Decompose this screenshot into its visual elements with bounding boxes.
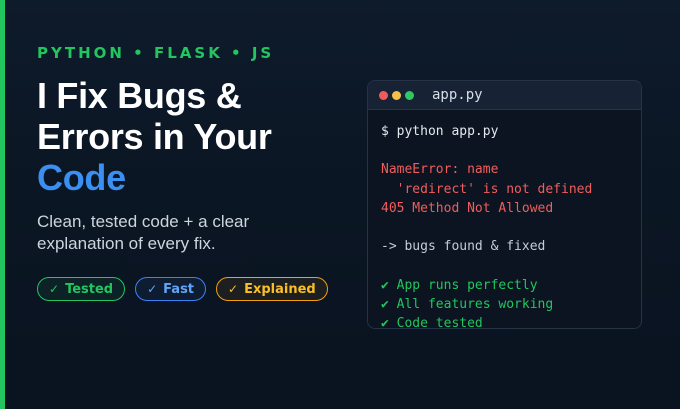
headline-line-2: Errors in Your <box>37 116 272 157</box>
headline-line-1: I Fix Bugs & <box>37 75 242 116</box>
terminal-error-line: NameError: name <box>381 162 499 178</box>
badge-label: Explained <box>244 281 316 297</box>
terminal-blank-line <box>381 218 641 237</box>
terminal-success-line: ✔ App runs perfectly <box>381 277 538 293</box>
check-icon: ✓ <box>228 282 239 296</box>
check-icon: ✓ <box>147 282 158 296</box>
headline: I Fix Bugs & Errors in Your Code <box>37 75 337 198</box>
badge-tested: ✓ Tested <box>37 277 126 301</box>
tech-stack-kicker: PYTHON • FLASK • JS <box>37 44 275 62</box>
feature-badges: ✓ Tested ✓ Fast ✓ Explained <box>37 277 328 301</box>
badge-fast: ✓ Fast <box>135 277 207 301</box>
terminal-info-line: -> bugs found & fixed <box>381 239 546 255</box>
hero-text: PYTHON • FLASK • JS I Fix Bugs & Errors … <box>37 44 337 255</box>
terminal-success-line: ✔ All features working <box>381 296 554 312</box>
badge-label: Fast <box>163 281 195 297</box>
terminal-success-line: ✔ Code tested <box>381 315 483 329</box>
accent-bar <box>0 0 5 409</box>
close-dot-icon <box>379 90 388 100</box>
terminal-blank-line <box>381 256 641 275</box>
headline-highlight: Code <box>37 157 126 198</box>
subtitle-line-2: explanation of every fix. <box>37 234 216 253</box>
terminal-error-line: 'redirect' is not defined <box>381 181 593 197</box>
check-icon: ✓ <box>49 282 60 296</box>
badge-explained: ✓ Explained <box>216 277 328 301</box>
terminal-error-line: 405 Method Not Allowed <box>381 200 554 216</box>
terminal-title: app.py <box>432 87 483 103</box>
badge-label: Tested <box>65 281 114 297</box>
maximize-dot-icon <box>405 90 414 100</box>
subtitle-line-1: Clean, tested code + a clear <box>37 212 250 231</box>
terminal-output: $ python app.py NameError: name 'redirec… <box>368 110 641 329</box>
terminal-command: $ python app.py <box>381 124 499 139</box>
terminal-window: app.py $ python app.py NameError: name '… <box>367 80 642 329</box>
subtitle: Clean, tested code + a clear explanation… <box>37 211 337 255</box>
terminal-titlebar: app.py <box>368 81 641 110</box>
terminal-blank-line <box>381 141 641 160</box>
minimize-dot-icon <box>392 90 401 100</box>
